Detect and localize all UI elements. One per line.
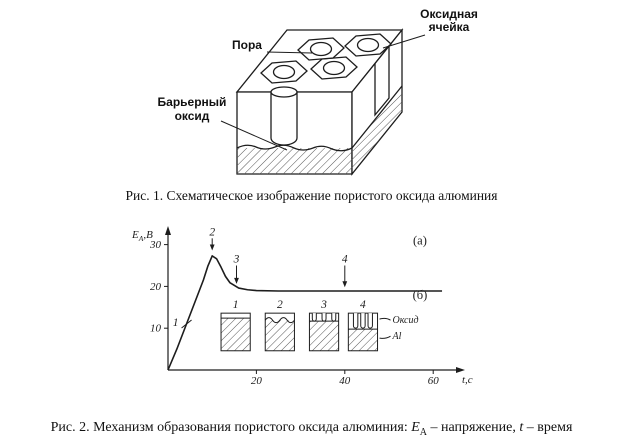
pore-opening: [309, 41, 332, 57]
front-pore-mouth: [269, 86, 298, 98]
inset-stage-box: [220, 312, 251, 352]
oxide-block: [235, 28, 403, 176]
figure-1: Оксидная ячейка Пора Барьерный оксид Рис…: [0, 2, 623, 204]
x-tick-label: 40: [339, 375, 351, 387]
figure-shape: [264, 317, 295, 324]
substrate-boundary-front: [236, 144, 352, 152]
fig2-caption: Рис. 2. Механизм образования пористого о…: [0, 420, 623, 439]
x-axis-label: t,с: [462, 374, 473, 386]
stage-marker-label: 3: [233, 254, 240, 266]
fig2-caption-e-subscript: А: [419, 426, 428, 438]
x-tick-label: 60: [428, 375, 440, 387]
inset-stage-number: 3: [320, 299, 327, 311]
fig1-leader-lines: [220, 34, 425, 151]
panel-label: (б): [413, 288, 428, 302]
fig1-drawing: Оксидная ячейка Пора Барьерный оксид: [157, 7, 478, 176]
figure-shape: [379, 318, 391, 321]
y-tick-label: 20: [150, 281, 162, 293]
inset-stage-box: [264, 312, 295, 352]
side-pore-groove: [373, 46, 390, 117]
pore-opening: [322, 60, 345, 76]
panel-label: (а): [413, 234, 427, 248]
y-tick-label: 30: [149, 239, 162, 251]
inset-stage-number: 1: [233, 299, 239, 311]
inset-al-hatch: [348, 329, 378, 351]
leader-oxide-cell: [382, 34, 425, 49]
substrate-hatch-right: [351, 86, 402, 174]
label-barrier-line1: Барьерный: [157, 95, 226, 109]
substrate-boundary-right: [350, 85, 403, 149]
fig2-caption-e-desc: – напряжение,: [427, 420, 520, 436]
figure-shape: [360, 313, 366, 329]
figure-shape: ,В: [143, 229, 153, 241]
stage-marker-label: 1: [173, 317, 179, 329]
inset-al-hatch: [309, 321, 339, 351]
figure-shape: [167, 255, 443, 371]
fig1-caption: Рис. 1. Схематическое изображение порист…: [125, 188, 498, 203]
pore-opening: [272, 64, 295, 80]
inset-al-label: Al: [392, 331, 402, 342]
figure-shape: [165, 226, 171, 236]
figure-shape: [379, 335, 391, 340]
fig2-caption-e-symbol: E: [411, 420, 420, 436]
front-pore-channel: [269, 92, 298, 146]
chart-axes: 10 20 30 20 40 60 t,с EА,В: [131, 226, 473, 387]
label-oxide-cell-line1: Оксидная: [420, 7, 478, 21]
figure-shape: [456, 367, 465, 374]
inset-al-hatch: [265, 320, 295, 351]
y-tick-label: 10: [150, 323, 162, 335]
inset-stage-number: 4: [360, 299, 366, 311]
leader-barrier: [220, 120, 287, 151]
leader-pore: [266, 51, 312, 54]
label-barrier-line2: оксид: [174, 109, 209, 123]
stage-marker-label: 4: [342, 254, 348, 266]
figure-shape: E: [131, 229, 139, 241]
voltage-curve: [167, 255, 443, 371]
stage-markers: 1 2 3 4 (а) (б): [173, 227, 428, 330]
inset-oxide-label: Оксид: [393, 315, 419, 326]
stage-marker-label: 2: [209, 227, 215, 239]
figure-shape: [342, 281, 348, 288]
fig2-caption-t-symbol: t: [519, 420, 524, 436]
fig2-caption-prefix: Рис. 2. Механизм образования пористого о…: [50, 420, 412, 436]
inset-al-hatch: [221, 318, 251, 351]
figure-shape: [311, 313, 317, 322]
figure-shape: [331, 313, 337, 322]
label-pore: Пора: [232, 38, 262, 52]
figure-shape: [181, 319, 192, 329]
y-axis-label: EА,В: [131, 229, 153, 243]
substrate-hatch-front: [236, 148, 352, 174]
pore-opening: [356, 37, 379, 53]
inset-stage-number: 2: [277, 299, 283, 311]
label-oxide-cell-line2: ячейка: [428, 20, 469, 34]
figure-shape: [321, 313, 327, 322]
fig2-caption-t-desc: – время: [523, 420, 573, 436]
x-tick-label: 20: [251, 375, 263, 387]
figure-shape: [234, 278, 239, 285]
figure-shape: [367, 313, 373, 329]
figure-shape: [352, 313, 359, 329]
figure-shape: А: [138, 234, 144, 243]
figure-shape: [209, 244, 215, 251]
